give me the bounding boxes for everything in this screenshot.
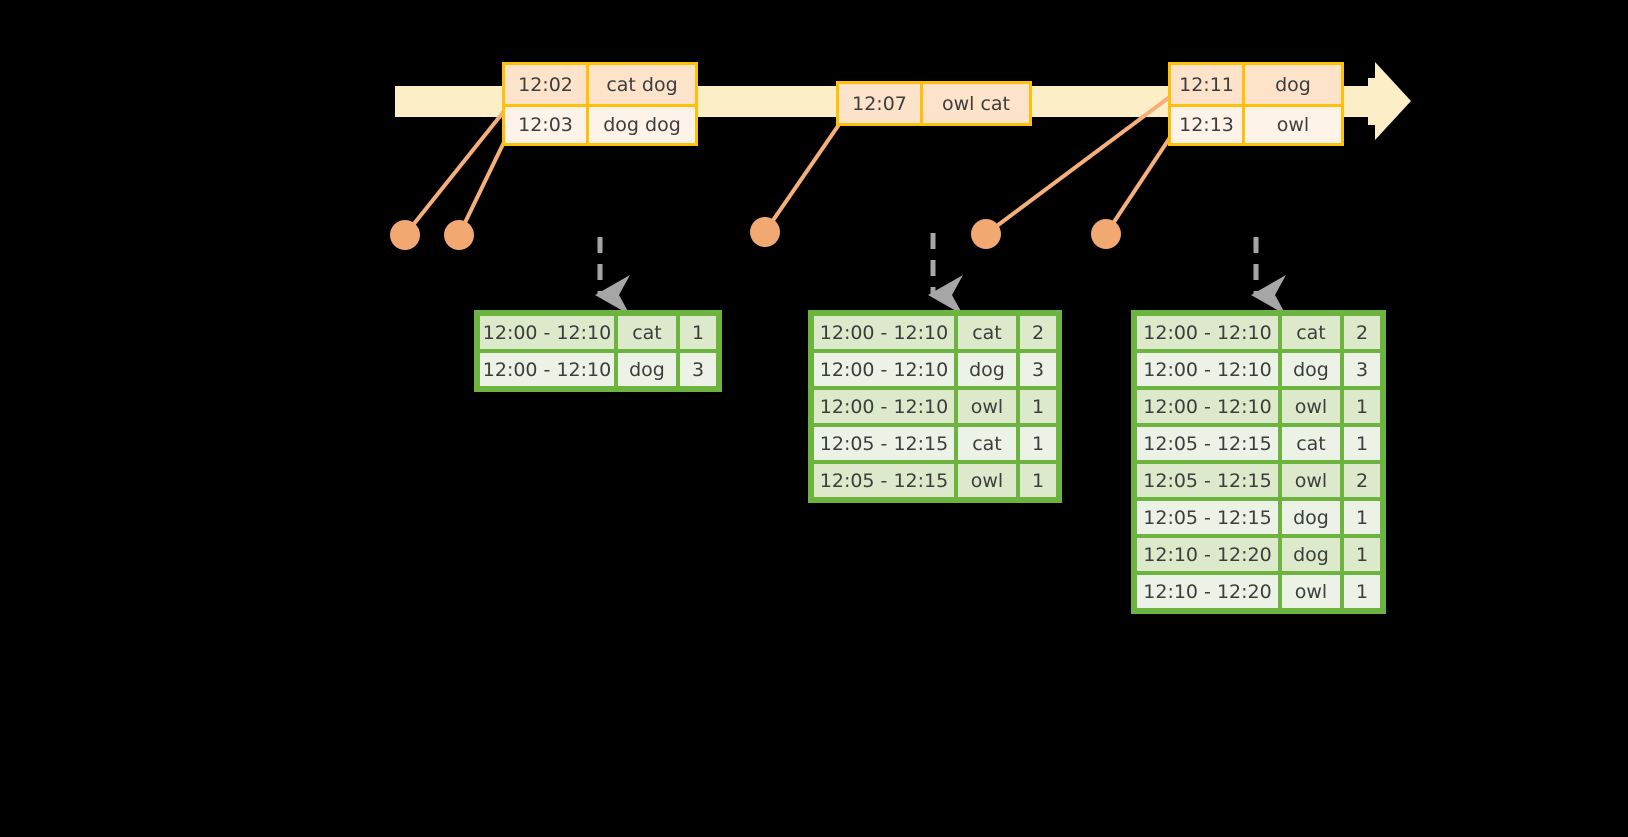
event-row: 12:03 dog dog: [505, 104, 695, 143]
table-row: 12:00 - 12:10 dog 3: [812, 351, 1058, 388]
table-row: 12:05 - 12:15 owl 2: [1135, 462, 1382, 499]
event-time: 12:13: [1171, 107, 1245, 143]
event-value: cat dog: [589, 65, 695, 104]
table-row: 12:00 - 12:10 cat 2: [1135, 314, 1382, 351]
table-row: 12:00 - 12:10 cat 2: [812, 314, 1058, 351]
event-time: 12:03: [505, 107, 589, 143]
cell-key: owl: [958, 390, 1016, 423]
cell-key: owl: [1282, 390, 1340, 423]
cell-window: 12:00 - 12:10: [814, 353, 954, 386]
timeline-arrowhead-icon: [1375, 62, 1411, 140]
event-time: 12:11: [1171, 65, 1245, 104]
cell-key: cat: [1282, 316, 1340, 349]
event-dot-1: [390, 220, 420, 250]
cell-window: 12:05 - 12:15: [1137, 427, 1278, 460]
cell-window: 12:00 - 12:10: [1137, 316, 1278, 349]
cell-window: 12:00 - 12:10: [480, 316, 614, 349]
table-row: 12:05 - 12:15 cat 1: [1135, 425, 1382, 462]
cell-window: 12:00 - 12:10: [814, 390, 954, 423]
cell-window: 12:00 - 12:10: [814, 316, 954, 349]
event-row: 12:02 cat dog: [505, 65, 695, 104]
table-row: 12:00 - 12:10 dog 3: [1135, 351, 1382, 388]
event-row: 12:13 owl: [1171, 104, 1341, 143]
cell-window: 12:05 - 12:15: [1137, 464, 1278, 497]
event-value: dog: [1245, 65, 1341, 104]
cell-key: dog: [618, 353, 676, 386]
table-row: 12:10 - 12:20 owl 1: [1135, 573, 1382, 610]
cell-window: 12:00 - 12:10: [1137, 390, 1278, 423]
event-value: owl cat: [923, 84, 1029, 123]
table-row: 12:00 - 12:10 owl 1: [812, 388, 1058, 425]
cell-key: cat: [618, 316, 676, 349]
table-row: 12:00 - 12:10 dog 3: [478, 351, 718, 388]
cell-count: 1: [1344, 501, 1380, 534]
table-row: 12:05 - 12:15 owl 1: [812, 462, 1058, 499]
leader-line-3: [763, 124, 840, 234]
table-row: 12:05 - 12:15 dog 1: [1135, 499, 1382, 536]
cell-count: 1: [1020, 390, 1056, 423]
cell-key: cat: [1282, 427, 1340, 460]
cell-window: 12:05 - 12:15: [814, 464, 954, 497]
result-table-1[interactable]: 12:00 - 12:10 cat 1 12:00 - 12:10 dog 3: [474, 310, 722, 392]
cell-count: 1: [1020, 427, 1056, 460]
table-row: 12:00 - 12:10 owl 1: [1135, 388, 1382, 425]
event-row: 12:11 dog: [1171, 65, 1341, 104]
leader-line-5: [1104, 134, 1173, 236]
cell-key: cat: [958, 427, 1016, 460]
cell-count: 3: [1020, 353, 1056, 386]
cell-count: 1: [1344, 575, 1380, 608]
table-row: 12:00 - 12:10 cat 1: [478, 314, 718, 351]
event-time: 12:02: [505, 65, 589, 104]
cell-key: cat: [958, 316, 1016, 349]
cell-window: 12:10 - 12:20: [1137, 538, 1278, 571]
result-table-2[interactable]: 12:00 - 12:10 cat 2 12:00 - 12:10 dog 3 …: [808, 310, 1062, 503]
cell-count: 2: [1344, 464, 1380, 497]
event-dot-5: [1091, 219, 1121, 249]
cell-key: owl: [1282, 575, 1340, 608]
event-time: 12:07: [839, 84, 923, 123]
cell-count: 2: [1344, 316, 1380, 349]
table-row: 12:10 - 12:20 dog 1: [1135, 536, 1382, 573]
cell-key: dog: [1282, 353, 1340, 386]
cell-window: 12:00 - 12:10: [480, 353, 614, 386]
event-box-2[interactable]: 12:07 owl cat: [836, 81, 1032, 126]
event-dot-2: [444, 220, 474, 250]
event-dot-4: [971, 219, 1001, 249]
cell-key: owl: [958, 464, 1016, 497]
cell-key: dog: [958, 353, 1016, 386]
cell-window: 12:05 - 12:15: [1137, 501, 1278, 534]
cell-window: 12:05 - 12:15: [814, 427, 954, 460]
event-value: owl: [1245, 107, 1341, 143]
result-table-3[interactable]: 12:00 - 12:10 cat 2 12:00 - 12:10 dog 3 …: [1131, 310, 1386, 614]
cell-count: 1: [1344, 427, 1380, 460]
event-box-1[interactable]: 12:02 cat dog 12:03 dog dog: [502, 62, 698, 146]
event-box-3[interactable]: 12:11 dog 12:13 owl: [1168, 62, 1344, 146]
cell-count: 1: [680, 316, 716, 349]
event-row: 12:07 owl cat: [839, 84, 1029, 123]
cell-count: 1: [1020, 464, 1056, 497]
cell-window: 12:00 - 12:10: [1137, 353, 1278, 386]
cell-key: owl: [1282, 464, 1340, 497]
leader-line-2: [457, 138, 507, 237]
event-dot-3: [750, 217, 780, 247]
table-row: 12:05 - 12:15 cat 1: [812, 425, 1058, 462]
cell-count: 1: [1344, 538, 1380, 571]
cell-count: 1: [1344, 390, 1380, 423]
cell-key: dog: [1282, 538, 1340, 571]
cell-count: 3: [680, 353, 716, 386]
leader-line-1: [403, 108, 507, 237]
cell-key: dog: [1282, 501, 1340, 534]
cell-count: 2: [1020, 316, 1056, 349]
cell-count: 3: [1344, 353, 1380, 386]
event-value: dog dog: [589, 107, 695, 143]
cell-window: 12:10 - 12:20: [1137, 575, 1278, 608]
